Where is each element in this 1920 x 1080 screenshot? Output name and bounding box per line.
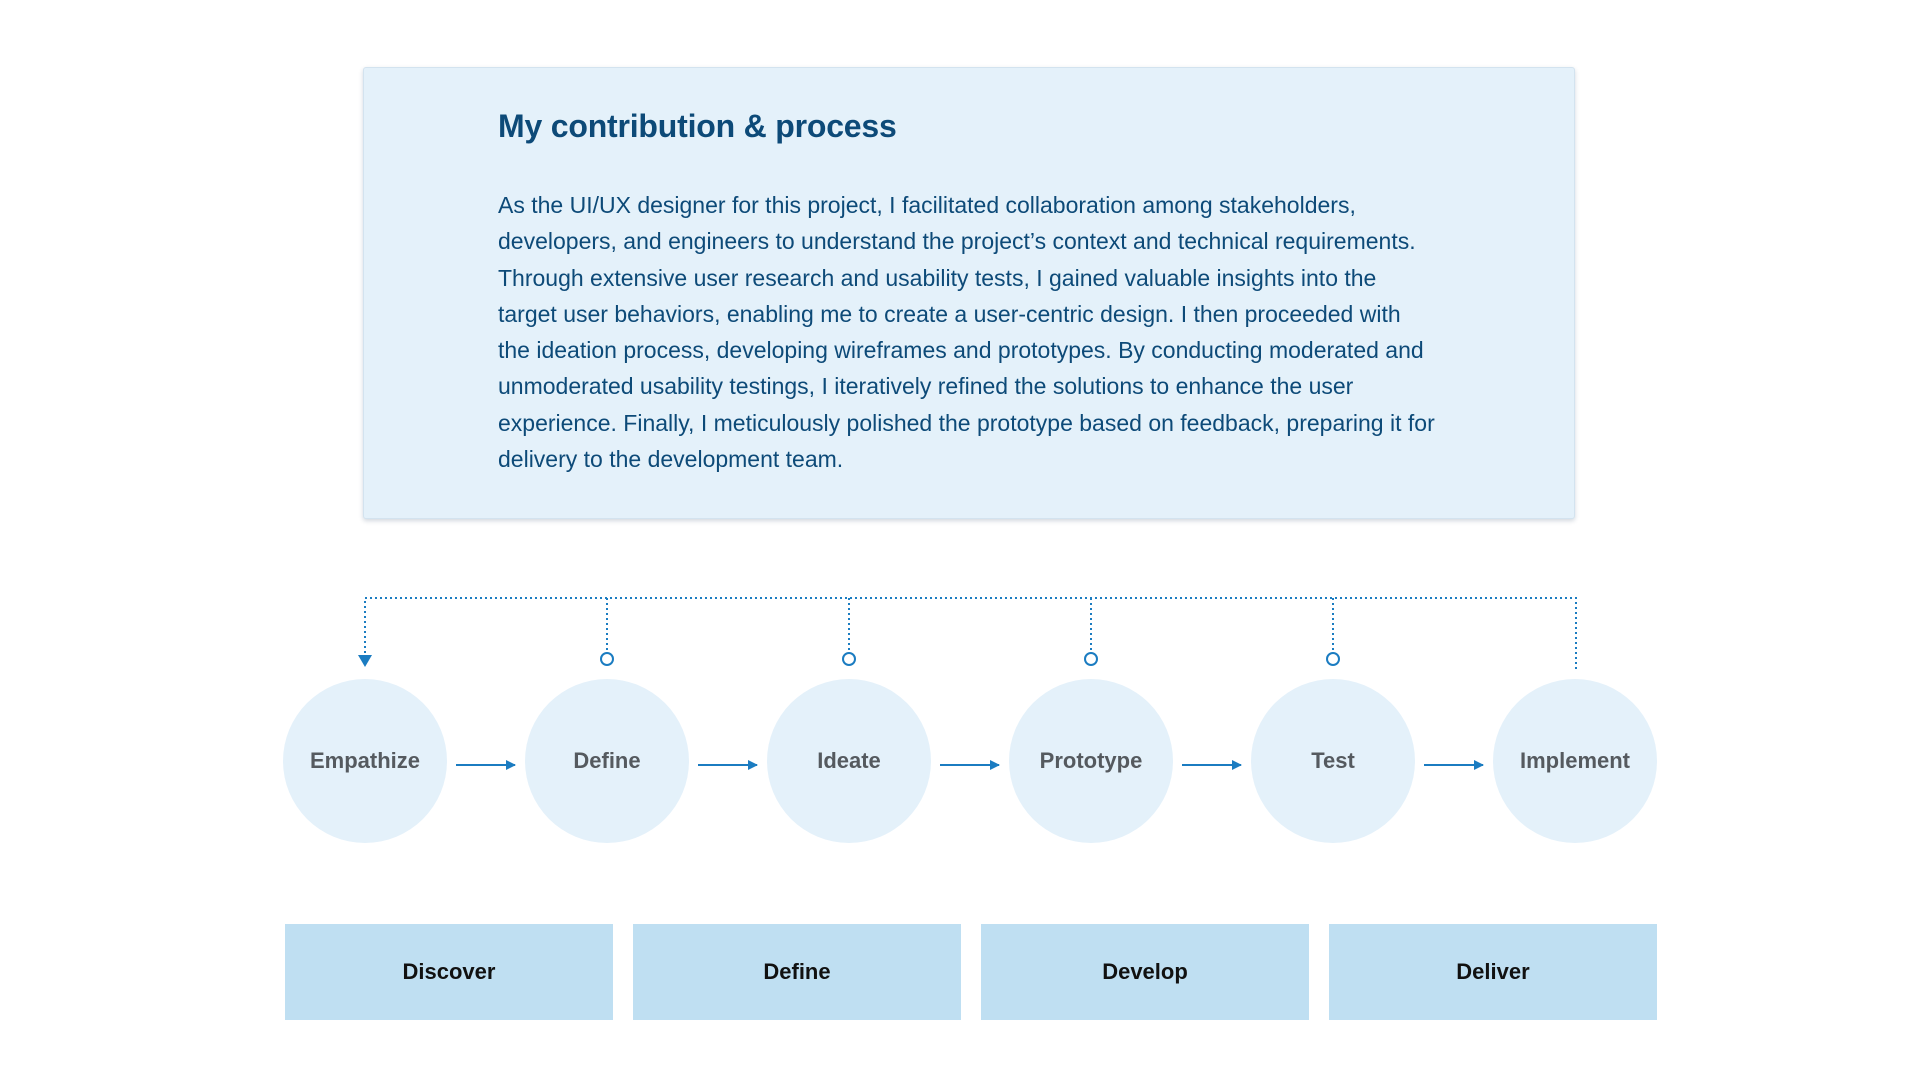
phase-label: Discover bbox=[402, 959, 496, 984]
stage-label: Ideate bbox=[817, 748, 881, 773]
feedback-loop-line bbox=[364, 597, 1577, 669]
card-title: My contribution & process bbox=[498, 108, 897, 144]
stage-label: Prototype bbox=[1039, 748, 1143, 773]
stage-label: Empathize bbox=[309, 748, 421, 773]
card-body-text: As the UI/UX designer for this project, … bbox=[498, 192, 1435, 473]
stage-label: Test bbox=[1311, 748, 1355, 773]
loop-node-ideate bbox=[842, 652, 856, 666]
phase-label: Define bbox=[763, 959, 831, 984]
feedback-loop-arrowhead bbox=[358, 655, 372, 667]
contribution-card: My contribution & process As the UI/UX d… bbox=[363, 67, 1575, 519]
loop-node-define bbox=[600, 652, 614, 666]
loop-node-test bbox=[1326, 652, 1340, 666]
loop-node-prototype bbox=[1084, 652, 1098, 666]
stage-empathize: Empathize bbox=[283, 679, 447, 843]
stage-label: Implement bbox=[1519, 748, 1631, 773]
phase-develop: Develop bbox=[981, 924, 1309, 1020]
phase-deliver: Deliver bbox=[1329, 924, 1657, 1020]
stage-define: Define bbox=[525, 679, 689, 843]
phase-label: Deliver bbox=[1456, 959, 1530, 984]
stage-prototype: Prototype bbox=[1009, 679, 1173, 843]
phase-define: Define bbox=[633, 924, 961, 1020]
stage-label: Define bbox=[573, 748, 641, 773]
phase-label: Develop bbox=[1102, 959, 1188, 984]
stage-implement: Implement bbox=[1493, 679, 1657, 843]
stage-ideate: Ideate bbox=[767, 679, 931, 843]
stage-test: Test bbox=[1251, 679, 1415, 843]
phase-discover: Discover bbox=[285, 924, 613, 1020]
